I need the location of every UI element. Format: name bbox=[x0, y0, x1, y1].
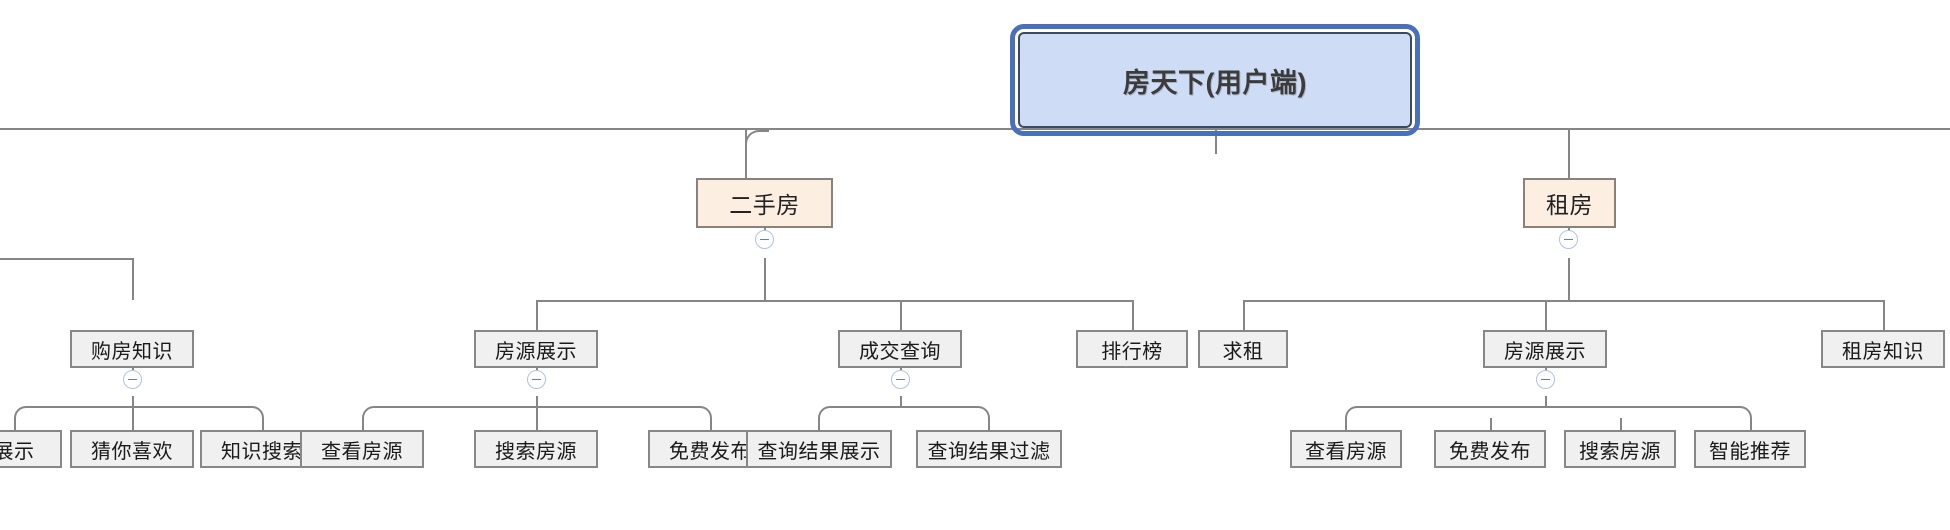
root-node[interactable]: 房天下(用户端) bbox=[1010, 24, 1420, 136]
category-node-ershoufang[interactable]: 二手房 bbox=[696, 178, 833, 228]
connector-to-qiuzu bbox=[1243, 300, 1245, 330]
connector-fyzs-out2 bbox=[536, 396, 538, 406]
connector-to-goufangzhishi bbox=[132, 270, 134, 300]
connector-zfyzs-corner-right bbox=[1738, 406, 1752, 420]
leaf-node-chaxun-jieguo-guolv[interactable]: 查询结果过滤 bbox=[916, 430, 1062, 468]
connector-gfzs-corner-right bbox=[250, 406, 264, 420]
collapse-minus-icon bbox=[127, 378, 137, 381]
connector-cjcx-corner-right bbox=[976, 406, 990, 420]
connector-gfzs-leaf1 bbox=[14, 418, 16, 430]
connector-zfyzs-leaf4 bbox=[1750, 418, 1752, 430]
connector-gfzs-bus bbox=[26, 406, 250, 408]
leaf-node-ershou-chakan-fangyuan[interactable]: 查看房源 bbox=[300, 430, 424, 468]
connector-to-zufangzhishi bbox=[1883, 300, 1885, 330]
connector-to-paihangbang bbox=[1132, 300, 1134, 330]
connector-ershoufang-bus bbox=[536, 300, 1132, 302]
connector-to-chengjiao-chaxun bbox=[900, 300, 902, 330]
node-paihangbang[interactable]: 排行榜 bbox=[1076, 330, 1188, 368]
connector-gfzs-out2 bbox=[132, 396, 134, 406]
leaf-node-caini-xihuan[interactable]: 猜你喜欢 bbox=[70, 430, 194, 468]
leaf-node-chaxun-jieguo-zhanshi[interactable]: 查询结果展示 bbox=[746, 430, 892, 468]
node-ershou-fangyuan-zhanshi[interactable]: 房源展示 bbox=[474, 330, 598, 368]
connector-cjcx-corner-left bbox=[818, 406, 832, 420]
collapse-minus-icon bbox=[895, 378, 905, 381]
connector-zufang-bus-stem bbox=[1568, 270, 1570, 300]
connector-left-bus bbox=[0, 258, 132, 260]
leaf-node-zhineng-tuijian[interactable]: 智能推荐 bbox=[1694, 430, 1806, 468]
connector-cjcx-leaf2 bbox=[988, 418, 990, 430]
node-qiuzu[interactable]: 求租 bbox=[1198, 330, 1288, 368]
connector-root-stem bbox=[1215, 128, 1217, 154]
connector-to-zufang-fyzs bbox=[1545, 300, 1547, 330]
connector-level2-bus bbox=[0, 128, 1950, 130]
node-zufang-zhishi[interactable]: 租房知识 bbox=[1821, 330, 1945, 368]
connector-zufang-out2 bbox=[1568, 258, 1570, 270]
connector-zfyzs-leaf1 bbox=[1345, 418, 1347, 430]
connector-cjcx-leaf1 bbox=[818, 418, 820, 430]
collapse-minus-icon bbox=[1563, 238, 1573, 241]
connector-cjcx-bus bbox=[830, 406, 976, 408]
connector-gfzs-leaf2 bbox=[132, 406, 134, 430]
connector-left-corner bbox=[132, 258, 134, 270]
connector-to-fangyuan-zhanshi bbox=[536, 300, 538, 330]
connector-zfyzs-out2 bbox=[1545, 396, 1547, 406]
leaf-node-zufang-mianfei-fabu[interactable]: 免费发布 bbox=[1434, 430, 1546, 468]
collapse-toggle-ershoufang[interactable] bbox=[754, 230, 774, 249]
node-chengjiao-chaxun[interactable]: 成交查询 bbox=[838, 330, 962, 368]
connector-zfyzs-leaf3 bbox=[1620, 418, 1622, 430]
collapse-toggle-zufang-fangyuan-zhanshi[interactable] bbox=[1535, 370, 1555, 389]
collapse-minus-icon bbox=[1540, 378, 1550, 381]
collapse-toggle-ershou-fangyuan-zhanshi[interactable] bbox=[526, 370, 546, 389]
connector-ershoufang-drop bbox=[745, 152, 747, 178]
collapse-minus-icon bbox=[759, 238, 769, 241]
connector-ershoufang-out2 bbox=[764, 258, 766, 270]
connector-zfyzs-bus bbox=[1357, 406, 1738, 408]
collapse-minus-icon bbox=[531, 378, 541, 381]
connector-elbow-ershoufang bbox=[745, 130, 769, 156]
connector-fyzs-corner-left bbox=[362, 406, 376, 420]
collapse-toggle-chengjiao-chaxun[interactable] bbox=[890, 370, 910, 389]
leaf-node-zufang-sousuo-fangyuan[interactable]: 搜索房源 bbox=[1564, 430, 1676, 468]
node-zufang-fangyuan-zhanshi[interactable]: 房源展示 bbox=[1483, 330, 1607, 368]
connector-ershoufang-bus-stem bbox=[764, 270, 766, 300]
connector-zfyzs-leaf2 bbox=[1490, 418, 1492, 430]
connector-gfzs-corner-left bbox=[14, 406, 28, 420]
connector-zufang-drop bbox=[1568, 130, 1570, 178]
connector-fyzs-leaf2 bbox=[536, 406, 538, 430]
leaf-node-zhanshi[interactable]: 展示 bbox=[0, 430, 62, 468]
connector-cjcx-out2 bbox=[900, 396, 902, 406]
collapse-toggle-zufang[interactable] bbox=[1558, 230, 1578, 249]
connector-zufang-bus bbox=[1243, 300, 1883, 302]
connector-gfzs-leaf3 bbox=[262, 418, 264, 430]
collapse-toggle-goufang-zhishi[interactable] bbox=[122, 370, 142, 389]
leaf-node-ershou-sousuo-fangyuan[interactable]: 搜索房源 bbox=[474, 430, 598, 468]
connector-fyzs-leaf1 bbox=[362, 418, 364, 430]
node-goufang-zhishi[interactable]: 购房知识 bbox=[70, 330, 194, 368]
category-node-zufang[interactable]: 租房 bbox=[1523, 178, 1616, 228]
connector-zfyzs-corner-left bbox=[1345, 406, 1359, 420]
connector-fyzs-corner-right bbox=[698, 406, 712, 420]
leaf-node-zufang-chakan-fangyuan[interactable]: 查看房源 bbox=[1290, 430, 1402, 468]
connector-fyzs-leaf3 bbox=[710, 418, 712, 430]
